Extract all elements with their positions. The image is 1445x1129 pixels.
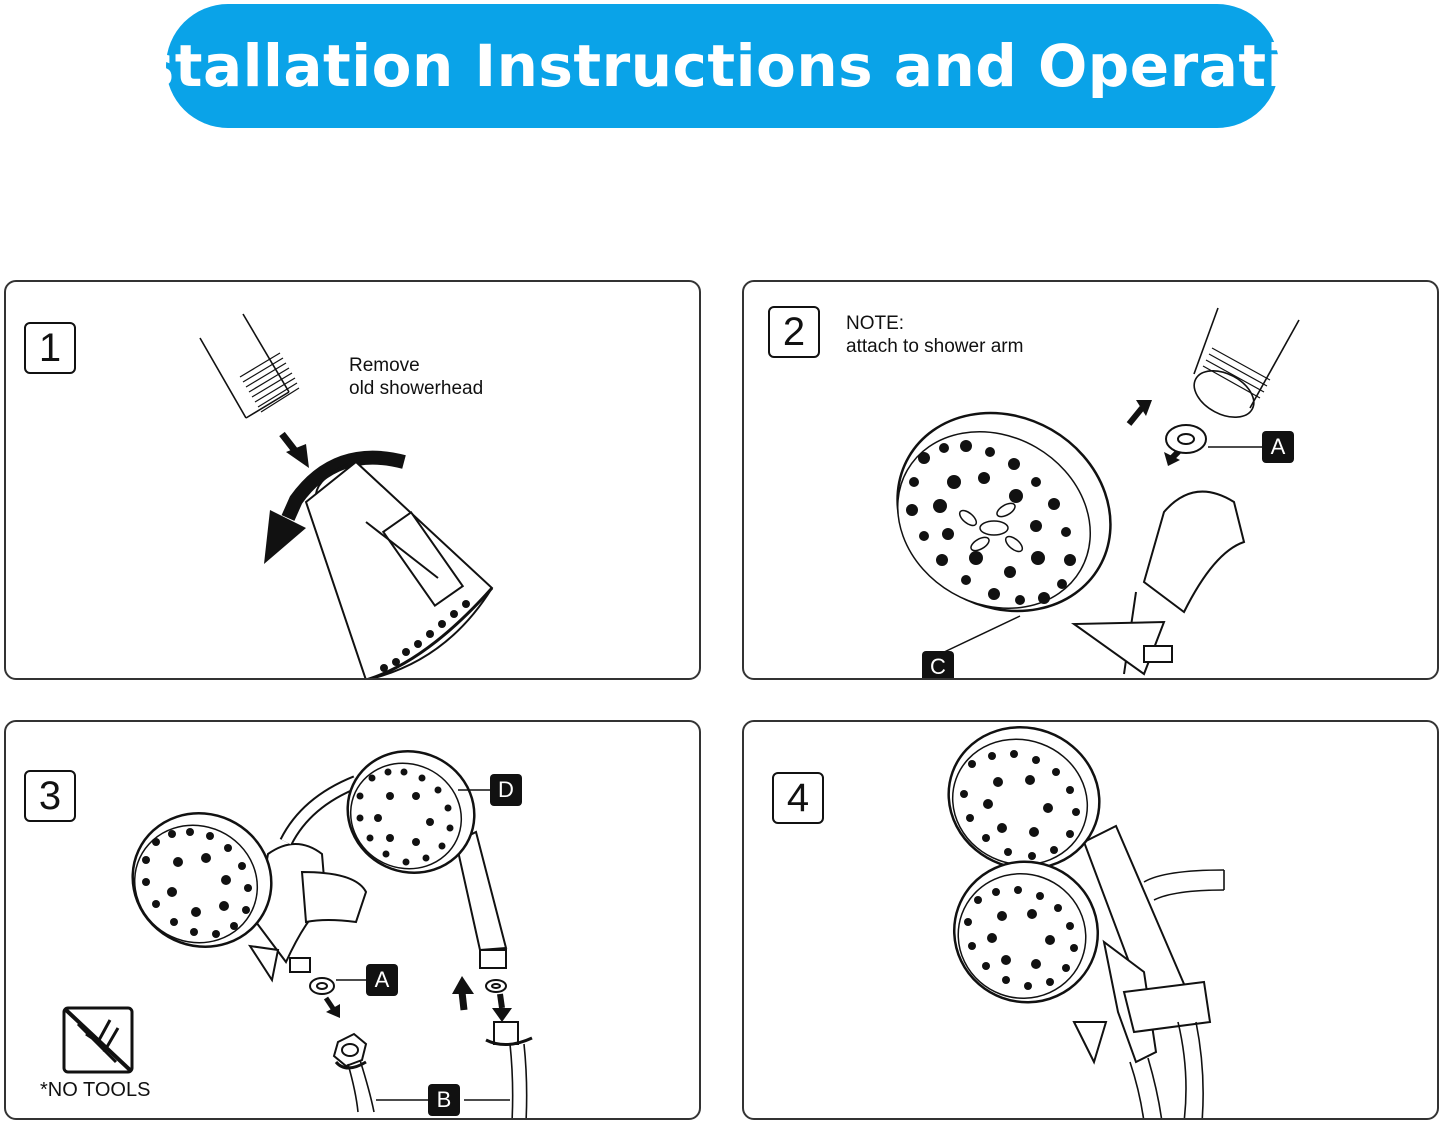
step-1-note: Remove old showerhead <box>349 354 483 400</box>
showerhead-icon <box>896 411 1246 676</box>
title-banner: Installation Instructions and Operation <box>76 4 1369 128</box>
part-label-a: A <box>1262 431 1294 463</box>
step-4-panel: 4 <box>742 720 1439 1120</box>
part-label-a: A <box>366 964 398 996</box>
step-1-panel: 1 Remove old showerhead <box>4 280 701 680</box>
step-2-note: NOTE: attach to shower arm <box>846 312 1023 358</box>
step-1-note-line1: Remove <box>349 355 420 376</box>
shower-arm-icon <box>199 313 300 419</box>
no-tools-label: *NO TOOLS <box>40 1079 151 1101</box>
step-2-note-line1: NOTE: <box>846 313 905 334</box>
step-number-4: 4 <box>772 772 824 824</box>
rotate-arrow-icon <box>264 450 406 564</box>
attach-to-arm-illustration <box>896 307 1300 676</box>
shower-arm-icon <box>1143 869 1225 901</box>
hose-icon <box>1129 1021 1204 1118</box>
handheld-shower-icon <box>279 750 508 969</box>
step-3-panel: 3 <box>4 720 701 1120</box>
hose-icon <box>334 1036 533 1118</box>
old-showerhead-icon <box>304 460 494 678</box>
shower-arm-icon <box>1193 307 1300 418</box>
step-number-3: 3 <box>24 770 76 822</box>
part-label-b: B <box>428 1084 460 1116</box>
arrow-icon <box>323 976 512 1022</box>
step-number-1: 1 <box>24 322 76 374</box>
showerhead-icon <box>131 812 368 995</box>
arrow-icon <box>279 431 309 468</box>
finished-installation-illustration <box>947 726 1225 1118</box>
step-2-panel: 2 NOTE: attach to shower arm <box>742 280 1439 680</box>
washer-icon <box>332 979 519 1068</box>
part-label-d: D <box>490 774 522 806</box>
no-tools-icon <box>62 1006 134 1074</box>
step-1-note-line2: old showerhead <box>349 378 484 399</box>
washer-icon <box>1165 424 1262 454</box>
part-label-c: C <box>922 651 954 678</box>
showerhead-icon <box>952 860 1212 1065</box>
connect-hose-illustration <box>62 750 533 1118</box>
remove-old-showerhead-illustration <box>199 313 494 678</box>
handheld-shower-icon <box>947 726 1192 1004</box>
page-title: Installation Instructions and Operation <box>75 32 1370 100</box>
step-2-note-line2: attach to shower arm <box>846 336 1024 357</box>
step-number-2: 2 <box>768 306 820 358</box>
